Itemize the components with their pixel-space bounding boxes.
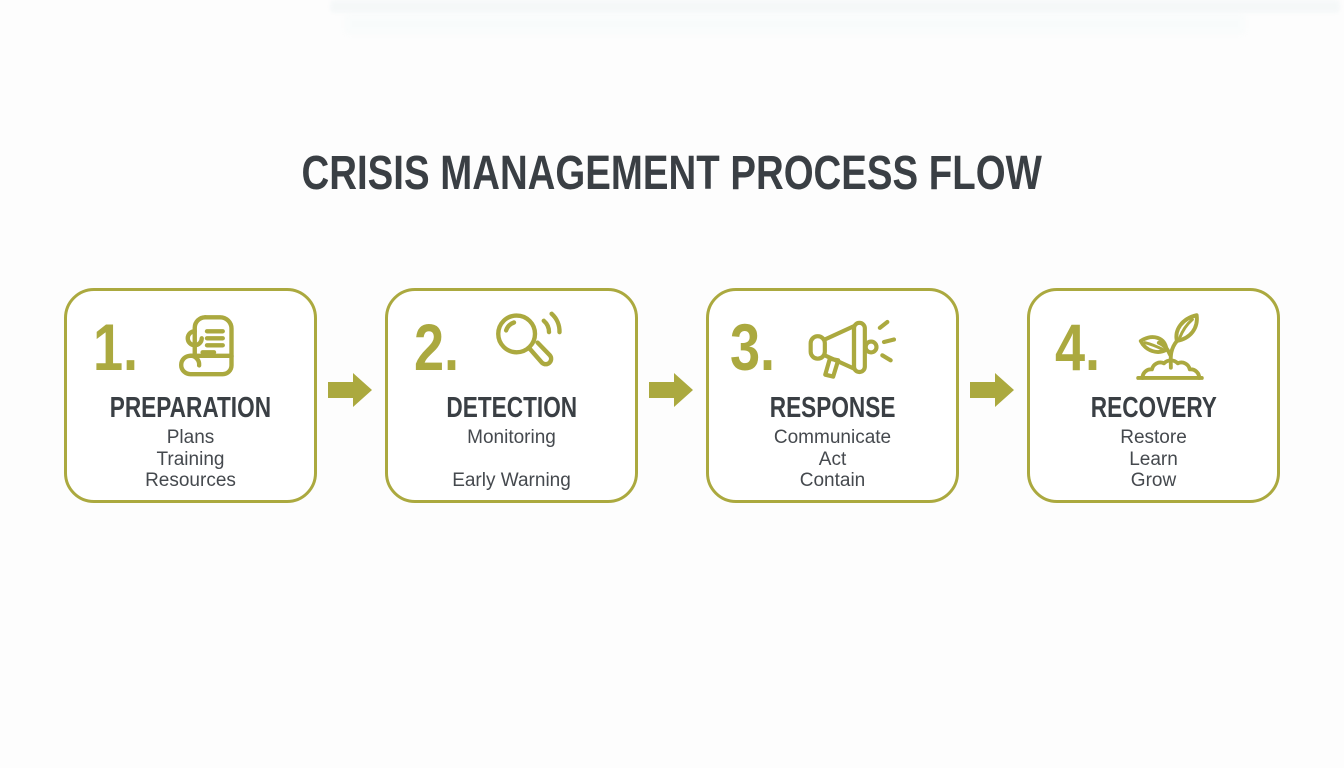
page-title-text: CRISIS MANAGEMENT PROCESS FLOW bbox=[301, 147, 1043, 200]
step-card-detection: 2. DETECTION Monitoring Early Warning bbox=[385, 288, 638, 503]
step-head: 4. bbox=[1008, 303, 1255, 391]
step-number: 2. bbox=[413, 310, 460, 384]
step-item: Grow bbox=[1130, 470, 1177, 491]
magnifying-glass-signal-icon bbox=[486, 305, 570, 389]
step-item: Learn bbox=[1129, 448, 1178, 470]
step-item: Communicate bbox=[773, 427, 892, 448]
step-card-preparation: 1. PREPARATION Plans Training Resource bbox=[64, 288, 317, 503]
step-number: 4. bbox=[1054, 310, 1101, 384]
megaphone-icon bbox=[802, 312, 897, 382]
step-number: 3. bbox=[729, 310, 776, 384]
step-title: DETECTION bbox=[446, 392, 577, 424]
step-items: Communicate Act Contain bbox=[709, 427, 956, 492]
step-item: Early Warning bbox=[452, 470, 571, 491]
step-head: 3. bbox=[687, 303, 934, 391]
step-title: RECOVERY bbox=[1090, 392, 1217, 424]
step-card-recovery: 4. RECOVERY Restore bbox=[1027, 288, 1280, 503]
step-title: PREPARATION bbox=[109, 392, 272, 424]
step-item: Plans bbox=[166, 427, 215, 448]
top-ghost-artifact-2 bbox=[345, 14, 1245, 34]
step-item: Monitoring bbox=[467, 427, 556, 448]
sprout-growth-icon bbox=[1127, 305, 1213, 389]
step-items: Monitoring Early Warning bbox=[388, 427, 635, 492]
page-title: CRISIS MANAGEMENT PROCESS FLOW bbox=[0, 150, 1344, 198]
arrow-right-icon bbox=[970, 371, 1016, 409]
step-item: Restore bbox=[1120, 427, 1187, 448]
step-card-response: 3. RESPONSE Communicate Act Contain bbox=[706, 288, 959, 503]
step-items: Restore Learn Grow bbox=[1030, 427, 1277, 492]
step-number: 1. bbox=[92, 310, 139, 384]
step-head: 2. bbox=[366, 303, 613, 391]
step-head: 1. bbox=[45, 303, 292, 391]
top-ghost-artifact bbox=[330, 0, 1340, 13]
arrow-right-icon bbox=[649, 371, 695, 409]
scroll-icon bbox=[165, 305, 249, 389]
process-steps-row: 1. PREPARATION Plans Training Resource bbox=[0, 288, 1344, 503]
step-item: Contain bbox=[799, 470, 866, 491]
step-title: RESPONSE bbox=[769, 392, 896, 424]
arrow-right-icon bbox=[328, 371, 374, 409]
step-item: Act bbox=[818, 448, 847, 470]
step-item: Resources bbox=[145, 470, 236, 491]
step-items: Plans Training Resources bbox=[67, 427, 314, 492]
step-item bbox=[388, 449, 635, 471]
step-item: Training bbox=[156, 448, 225, 470]
